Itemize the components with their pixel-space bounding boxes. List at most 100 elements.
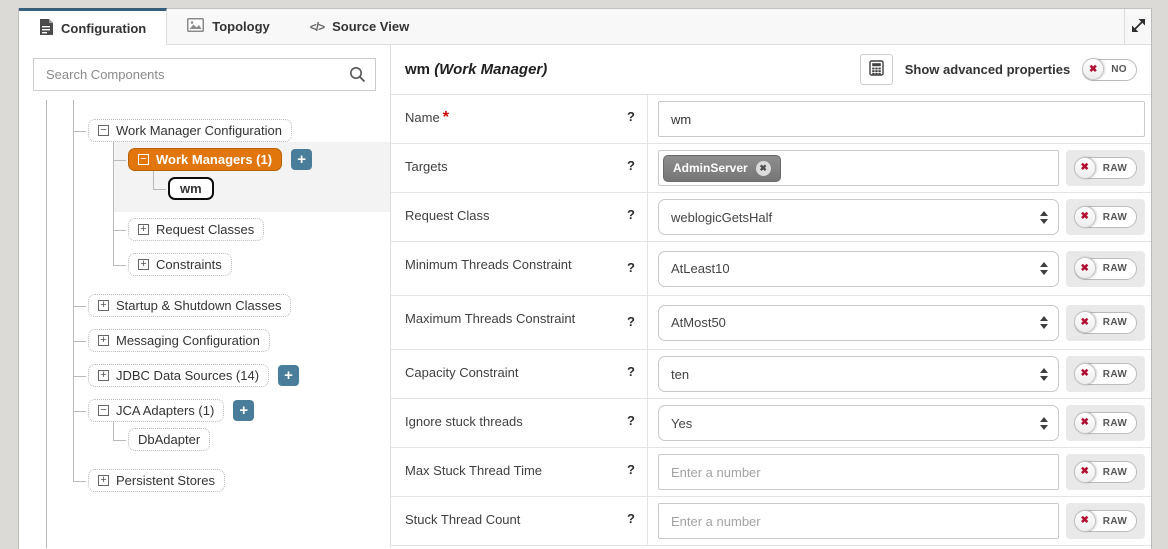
tree-node-box[interactable]: − JCA Adapters (1): [88, 399, 225, 422]
select-dropdown[interactable]: AtLeast10: [658, 250, 1059, 287]
add-button[interactable]: +: [233, 400, 255, 421]
select-dropdown[interactable]: Yes: [658, 405, 1059, 441]
help-icon[interactable]: ?: [627, 314, 635, 329]
form-row-field-cell: ten ✖RAW: [648, 350, 1151, 398]
tree-node-box[interactable]: − Work Managers (1): [128, 148, 283, 171]
chips-input[interactable]: AdminServer✖: [658, 150, 1059, 186]
tree-node-box[interactable]: − Work Manager Configuration: [88, 119, 292, 142]
properties-panel: wm (Work Manager) Show advanced properti…: [391, 45, 1151, 548]
raw-toggle[interactable]: ✖RAW: [1073, 509, 1138, 532]
search-icon[interactable]: [349, 66, 366, 88]
tree-node: + Messaging Configuration: [73, 323, 390, 358]
expand-toggle-icon[interactable]: +: [98, 300, 109, 311]
text-input[interactable]: [658, 101, 1145, 137]
add-button[interactable]: +: [278, 365, 300, 386]
help-icon[interactable]: ?: [627, 413, 635, 428]
tree-guide-line: [46, 100, 47, 548]
tab-topology[interactable]: Topology: [167, 9, 290, 44]
toggle-state-label: RAW: [1102, 317, 1128, 328]
form-row-label-cell: Maximum Threads Constraint ?: [391, 296, 648, 349]
tree-node-box[interactable]: + Messaging Configuration: [88, 329, 270, 352]
help-icon[interactable]: ?: [627, 158, 635, 173]
select-value: AtMost50: [671, 315, 726, 330]
tree-node-label: Persistent Stores: [116, 473, 215, 488]
fullscreen-expand-button[interactable]: [1131, 18, 1146, 36]
tree-node-row: wm: [168, 177, 390, 200]
calculator-button[interactable]: [859, 54, 893, 85]
select-dropdown[interactable]: weblogicGetsHalf: [658, 199, 1059, 235]
tree-node-row: + Startup & Shutdown Classes: [88, 294, 390, 317]
tree-node-label: JDBC Data Sources (14): [116, 368, 260, 383]
add-button[interactable]: +: [291, 149, 313, 170]
expand-toggle-icon[interactable]: +: [138, 259, 149, 270]
field-label: Maximum Threads Constraint: [405, 311, 576, 326]
raw-toggle[interactable]: ✖RAW: [1073, 156, 1138, 179]
component-tree: − Work Manager Configuration − Work Mana…: [73, 113, 390, 498]
form-row-field-cell: AtLeast10 ✖RAW: [648, 242, 1151, 295]
tree-node-box[interactable]: + Constraints: [128, 253, 232, 276]
tree-node-row: − Work Manager Configuration: [88, 119, 390, 142]
form-row: Stuck Thread Count ? ✖RAW: [391, 497, 1151, 546]
form-row-field-cell: Yes ✖RAW: [648, 399, 1151, 447]
tree-node-box[interactable]: + Startup & Shutdown Classes: [88, 294, 292, 317]
expand-toggle-icon[interactable]: +: [98, 475, 109, 486]
tree-node-box[interactable]: + Persistent Stores: [88, 469, 225, 492]
raw-toggle[interactable]: ✖RAW: [1073, 411, 1138, 434]
help-icon[interactable]: ?: [627, 109, 635, 124]
expand-toggle-icon[interactable]: +: [98, 335, 109, 346]
tab-configuration[interactable]: Configuration: [19, 8, 168, 45]
form-row-label-cell: Capacity Constraint ?: [391, 350, 648, 398]
tree-node-box[interactable]: DbAdapter: [128, 428, 211, 451]
expand-toggle-icon[interactable]: −: [98, 405, 109, 416]
help-icon[interactable]: ?: [627, 207, 635, 222]
form-row: Ignore stuck threads ? Yes✖RAW: [391, 399, 1151, 448]
raw-addon: ✖RAW: [1066, 199, 1145, 235]
tree-node-box[interactable]: + JDBC Data Sources (14): [88, 364, 270, 387]
help-icon[interactable]: ?: [627, 364, 635, 379]
expand-toggle-icon[interactable]: +: [138, 224, 149, 235]
expand-toggle-icon[interactable]: −: [98, 125, 109, 136]
select-dropdown[interactable]: AtMost50: [658, 304, 1059, 341]
tree-node-box[interactable]: + Request Classes: [128, 218, 265, 241]
tab-source-view[interactable]: </> Source View: [290, 9, 429, 44]
spinner-arrows-icon: [1040, 210, 1048, 224]
tree-node-row: + Persistent Stores: [88, 469, 390, 492]
toggle-x-icon: ✖: [1082, 58, 1105, 80]
tree-node-box[interactable]: wm: [168, 177, 214, 200]
toggle-x-icon: ✖: [1073, 411, 1096, 434]
raw-toggle[interactable]: ✖RAW: [1073, 311, 1138, 334]
select-value: Yes: [671, 415, 693, 431]
tree-node-row: − JCA Adapters (1) +: [88, 399, 390, 422]
toggle-x-icon: ✖: [1073, 509, 1096, 532]
select-dropdown[interactable]: ten: [658, 356, 1059, 392]
tree-children: DbAdapter: [113, 422, 390, 457]
search-input[interactable]: [33, 58, 376, 91]
tree-node: + Constraints: [113, 247, 390, 282]
raw-toggle[interactable]: ✖RAW: [1073, 205, 1138, 228]
form-row: Name* ?: [391, 95, 1151, 144]
help-icon[interactable]: ?: [627, 462, 635, 477]
chip-remove-icon[interactable]: ✖: [755, 160, 771, 176]
tree-node-label: JCA Adapters (1): [116, 403, 215, 418]
number-input[interactable]: [658, 454, 1059, 490]
page-title: wm (Work Manager): [405, 61, 548, 78]
form-row: Minimum Threads Constraint ? AtLeast10✖R…: [391, 242, 1151, 296]
header-controls: Show advanced properties ✖ NO: [859, 54, 1137, 85]
tab-label: Configuration: [61, 20, 147, 36]
raw-toggle[interactable]: ✖RAW: [1073, 257, 1138, 280]
number-input[interactable]: [658, 503, 1059, 539]
help-icon[interactable]: ?: [627, 260, 635, 275]
image-icon: [187, 18, 205, 35]
advanced-properties-toggle[interactable]: ✖ NO: [1082, 58, 1137, 81]
tree-node-row: + Constraints: [128, 253, 390, 276]
expand-toggle-icon[interactable]: +: [98, 370, 109, 381]
field-label: Name*: [405, 109, 449, 126]
tree-node-row: + JDBC Data Sources (14) +: [88, 364, 390, 387]
expand-toggle-icon[interactable]: −: [138, 154, 149, 165]
raw-toggle[interactable]: ✖RAW: [1073, 460, 1138, 483]
document-icon: [39, 18, 53, 38]
help-icon[interactable]: ?: [627, 511, 635, 526]
tree-node-row: − Work Managers (1) +: [128, 148, 390, 171]
raw-toggle[interactable]: ✖RAW: [1073, 362, 1138, 385]
tree-node-row: + Messaging Configuration: [88, 329, 390, 352]
